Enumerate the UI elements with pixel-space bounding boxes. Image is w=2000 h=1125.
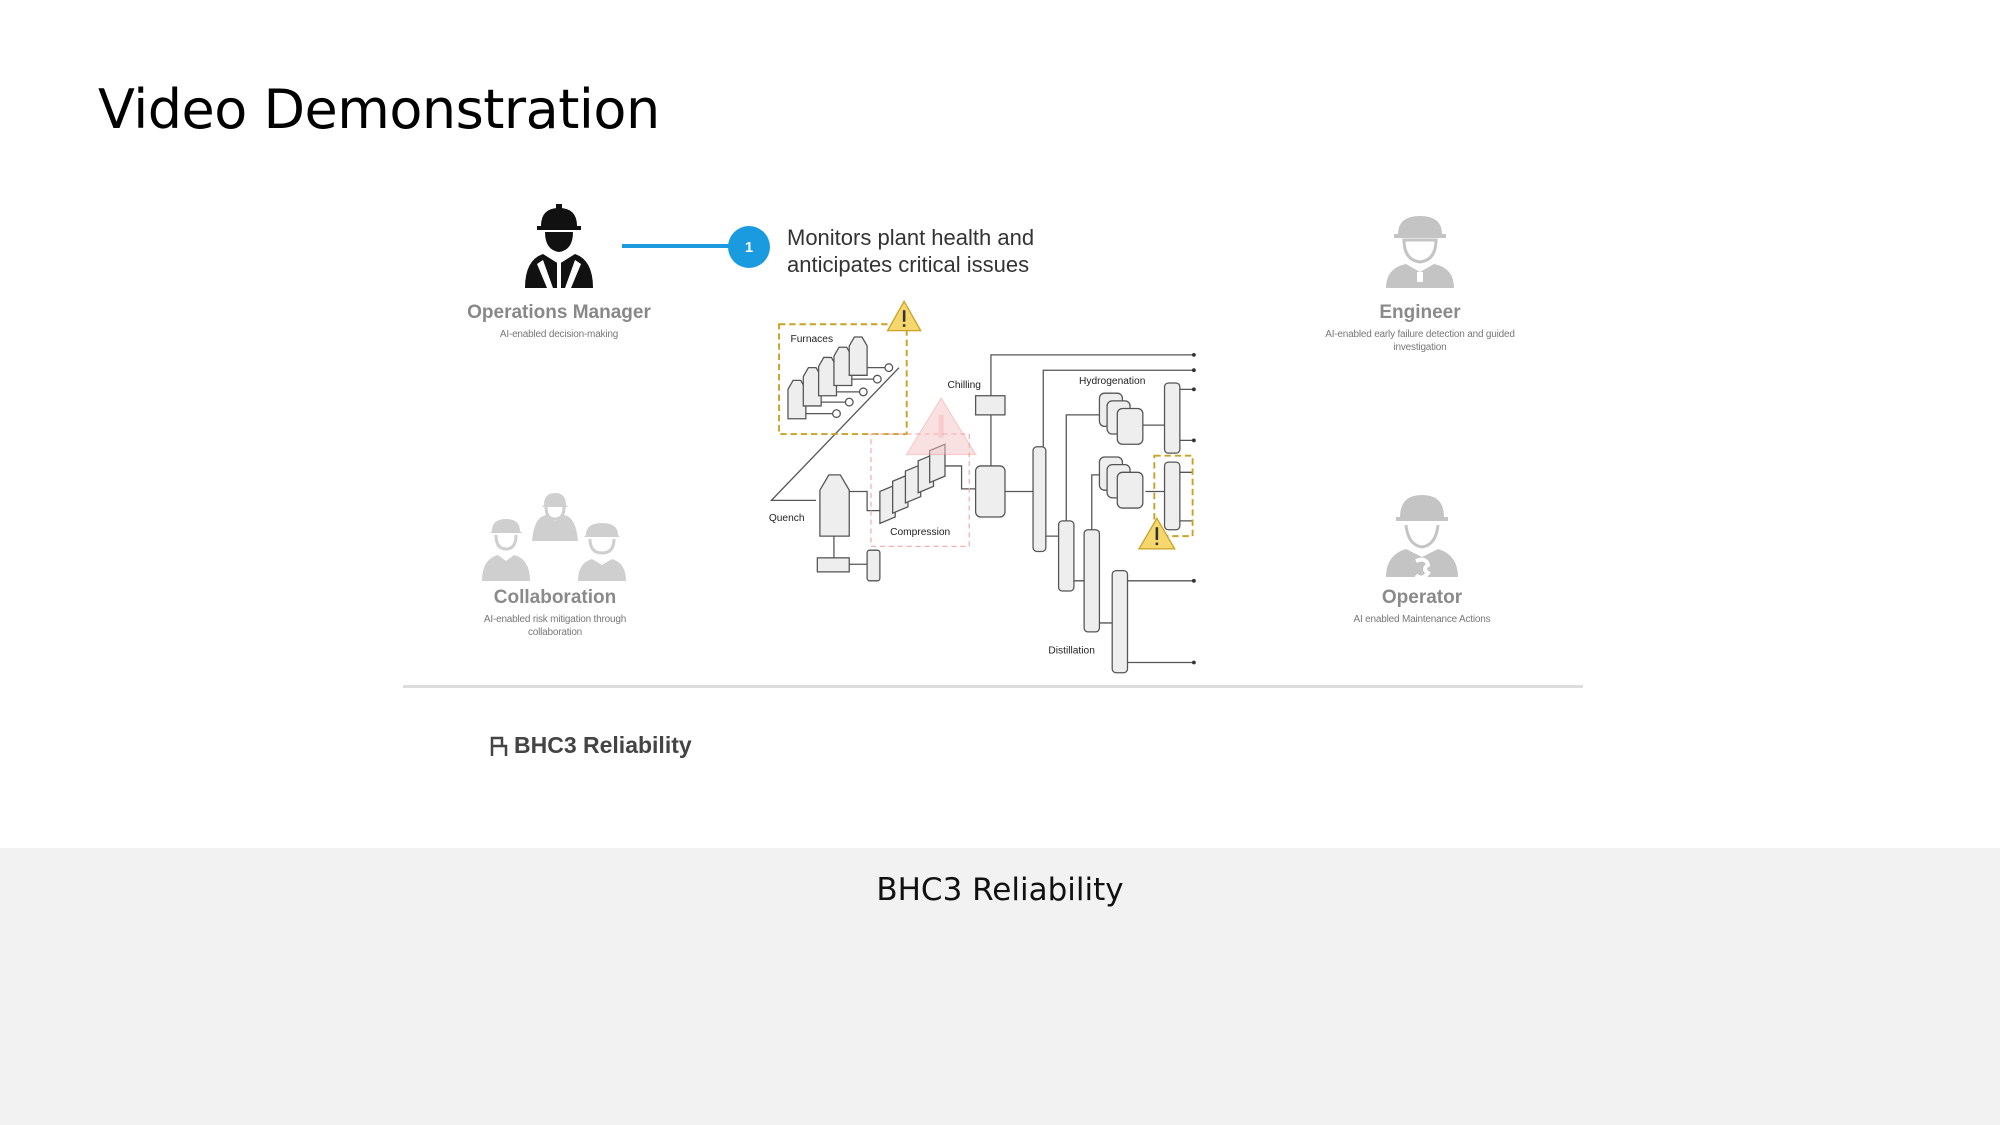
video-divider — [403, 685, 1583, 688]
callout-line-1: Monitors plant health and — [787, 225, 1035, 250]
persona-operations-manager: Operations Manager AI-enabled decision-m… — [399, 204, 719, 341]
warning-icon — [1137, 517, 1176, 550]
persona-description: AI enabled Maintenance Actions — [1353, 614, 1491, 625]
operator-wrench-icon — [1386, 495, 1458, 580]
quench-vessel — [819, 474, 850, 537]
video-caption: BHC3 Reliability — [876, 872, 1124, 908]
callout-connector — [622, 244, 732, 248]
label-distillation: Distillation — [1048, 646, 1095, 657]
persona-engineer: Engineer AI-enabled early failure detect… — [1260, 214, 1580, 354]
logo-text: BHC3 Reliability — [514, 732, 692, 758]
persona-name: Operations Manager — [467, 302, 651, 323]
furnace-group — [787, 336, 894, 420]
process-flow-diagram: Furnaces Chilling Hydrogenation Quench C… — [769, 300, 1196, 674]
callout-text: Monitors plant health and anticipates cr… — [787, 224, 1034, 278]
alert-icon — [905, 397, 977, 456]
persona-description: AI-enabled early failure detection and g… — [1325, 329, 1515, 353]
bhc3-logo: BHC3 Reliability — [490, 732, 692, 759]
persona-name: Engineer — [1379, 302, 1461, 323]
hydrogenation-highlight — [1153, 454, 1194, 538]
slide-title: Video Demonstration — [98, 78, 660, 141]
persona-operator: Operator AI enabled Maintenance Actions — [1262, 491, 1582, 626]
worker-hardhat-vest-icon — [525, 204, 593, 288]
compressor-group — [879, 443, 946, 525]
warning-icon — [886, 300, 922, 332]
label-quench: Quench — [769, 513, 805, 524]
persona-description: AI-enabled decision-making — [499, 329, 619, 340]
furnaces-highlight — [778, 323, 908, 435]
bhc3-logo-icon — [490, 736, 508, 756]
caption-bar — [0, 848, 2000, 1125]
label-chilling: Chilling — [948, 380, 982, 391]
persona-description: AI-enabled risk mitigation through colla… — [483, 614, 627, 638]
persona-collaboration: Collaboration AI-enabled risk mitigation… — [395, 491, 715, 639]
label-furnaces: Furnaces — [791, 334, 834, 345]
engineer-hardhat-icon — [1386, 216, 1454, 288]
persona-name: Operator — [1381, 587, 1463, 608]
step-badge: 1 — [728, 226, 770, 268]
callout-line-2: anticipates critical issues — [787, 252, 1030, 277]
team-icon — [482, 493, 626, 581]
label-hydrogenation: Hydrogenation — [1079, 376, 1146, 387]
label-compression: Compression — [890, 527, 950, 538]
persona-name: Collaboration — [493, 587, 617, 608]
